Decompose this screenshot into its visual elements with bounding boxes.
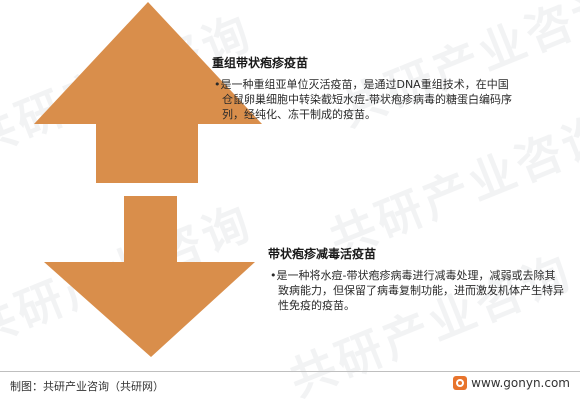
website-url: www.gonyn.com	[471, 376, 570, 390]
gonyn-logo-icon	[453, 376, 468, 390]
source-caption: 制图：共研产业咨询（共研网）	[10, 380, 164, 393]
bottom-text-block: 带状疱疹减毒活疫苗 •是一种将水痘-带状疱疹病毒进行减毒处理，减弱或去除其致病能…	[268, 245, 564, 313]
down-arrow-icon	[44, 196, 255, 357]
top-block-description: •是一种重组亚单位灭活疫苗，是通过DNA重组技术，在中国仓鼠卵巢细胞中转染截短水…	[214, 78, 512, 121]
up-arrow-icon	[34, 2, 262, 183]
bottom-block-heading: 带状疱疹减毒活疫苗	[268, 247, 377, 261]
top-text-block: 重组带状疱疹疫苗 •是一种重组亚单位灭活疫苗，是通过DNA重组技术，在中国仓鼠卵…	[212, 54, 512, 122]
diagram-arrows	[34, 2, 262, 357]
top-block-heading: 重组带状疱疹疫苗	[212, 56, 309, 70]
bottom-block-description: •是一种将水痘-带状疱疹病毒进行减毒处理，减弱或去除其致病能力，但保留了病毒复制…	[270, 269, 564, 312]
website-credit: www.gonyn.com	[453, 376, 570, 390]
footer-divider	[0, 371, 580, 372]
